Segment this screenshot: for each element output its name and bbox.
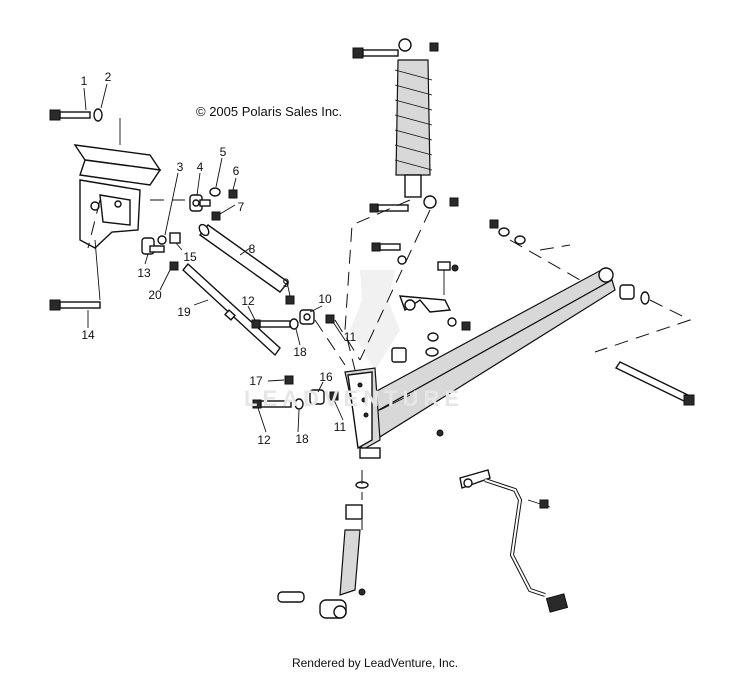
callout-15: 15	[183, 250, 197, 264]
watermark-logo	[350, 270, 400, 370]
callout-16: 16	[319, 370, 333, 384]
callout-17: 17	[249, 374, 263, 388]
callout-1: 1	[80, 74, 88, 88]
ball-joint-4	[189, 194, 211, 212]
callout-18a: 18	[293, 345, 307, 359]
bolt-12-upper	[251, 319, 291, 329]
callout-11b: 11	[333, 420, 347, 434]
washer-5	[209, 187, 221, 197]
grease-fitting	[436, 429, 444, 437]
callout-6: 6	[232, 164, 240, 178]
spindle-assembly	[277, 481, 369, 619]
nut-6	[228, 189, 238, 199]
nut-9	[285, 295, 295, 305]
callout-5: 5	[219, 145, 227, 159]
pivot-hardware	[489, 219, 650, 305]
nut-11-upper	[325, 314, 335, 324]
ball-stud-link	[371, 242, 459, 295]
callout-14: 14	[81, 328, 95, 342]
washer-2	[93, 108, 103, 122]
callout-2: 2	[104, 70, 112, 84]
upper-tube-8	[198, 223, 290, 293]
callout-12a: 12	[241, 294, 255, 308]
bushing-16	[309, 389, 325, 405]
callout-20: 20	[148, 288, 162, 302]
leader-lines	[87, 199, 692, 530]
bolt-14	[49, 299, 101, 311]
callout-8: 8	[248, 242, 256, 256]
callout-10: 10	[318, 292, 332, 306]
nut-17	[284, 375, 294, 385]
bolt-1	[49, 109, 91, 121]
washer-18-upper	[289, 318, 299, 330]
bushing-10	[299, 309, 315, 325]
callout-18b: 18	[295, 432, 309, 446]
callout-4: 4	[196, 160, 204, 174]
bolt-12-lower	[252, 399, 292, 409]
bushing-3	[157, 235, 167, 245]
callout-12b: 12	[257, 433, 271, 447]
long-bolt	[614, 361, 695, 406]
shock-absorber	[352, 38, 459, 213]
copyright-text: © 2005 Polaris Sales Inc.	[196, 104, 343, 119]
callout-19: 19	[177, 305, 191, 319]
brake-pedal	[459, 469, 569, 613]
washer-18-lower	[294, 398, 304, 410]
spacer-15	[169, 232, 181, 244]
callout-11a: 11	[343, 330, 357, 344]
callout-3: 3	[176, 160, 184, 174]
tie-rod-19	[182, 262, 281, 357]
watermark-text: LEADVENTURE	[244, 386, 465, 411]
callout-7: 7	[237, 200, 245, 214]
nut-20	[169, 261, 179, 271]
callout-9: 9	[282, 276, 290, 290]
a-arm	[344, 267, 616, 459]
footer-text: Rendered by LeadVenture, Inc.	[291, 656, 459, 670]
frame-bracket	[73, 118, 162, 301]
center-bracket	[391, 295, 471, 363]
callout-13: 13	[137, 266, 151, 280]
callout-leaders	[83, 83, 346, 433]
nut-7	[211, 211, 221, 221]
